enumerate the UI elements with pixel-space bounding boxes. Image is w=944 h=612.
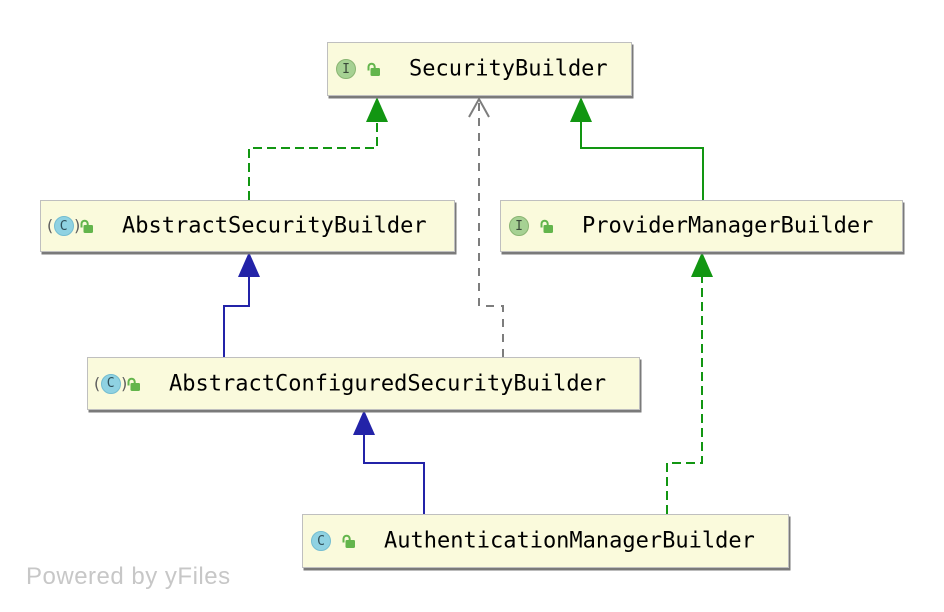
- edge-providermanagerbuilder-extends-securitybuilder[interactable]: [570, 97, 704, 200]
- class-icon-letter: C: [106, 376, 115, 391]
- unlocked-icon: [80, 219, 93, 233]
- edge-authenticationmanagerbuilder-extends-abstractconfiguredsecuritybuilder[interactable]: [353, 410, 425, 514]
- class-icon: C: [311, 531, 331, 551]
- unlocked-icon: [127, 377, 140, 391]
- node-label: SecurityBuilder: [409, 56, 608, 82]
- node-label: ProviderManagerBuilder: [582, 213, 874, 239]
- node-abstractsecuritybuilder[interactable]: ( C ) AbstractSecurityBuilder: [40, 200, 455, 252]
- interface-icon-letter: I: [515, 218, 523, 234]
- interface-icon: I: [509, 216, 529, 236]
- unlocked-icon: [540, 219, 553, 233]
- abstract-class-icon: ( C ): [92, 373, 130, 394]
- abstract-paren-right: ): [119, 373, 130, 393]
- yfiles-watermark: Powered by yFiles: [26, 563, 231, 590]
- node-authenticationmanagerbuilder[interactable]: C AuthenticationManagerBuilder: [302, 514, 789, 568]
- node-label: AbstractSecurityBuilder: [122, 213, 427, 239]
- class-icon-letter: C: [317, 533, 325, 549]
- abstract-paren-left: (: [92, 373, 102, 393]
- node-label: AbstractConfiguredSecurityBuilder: [169, 371, 607, 396]
- class-icon-letter: C: [59, 218, 68, 234]
- interface-icon: I: [336, 59, 356, 79]
- abstract-paren-right: ): [72, 216, 83, 235]
- node-securitybuilder[interactable]: I SecurityBuilder: [327, 42, 632, 96]
- interface-icon-letter: I: [342, 61, 350, 77]
- abstract-class-icon: ( C ): [45, 216, 83, 236]
- edge-abstractconfiguredsecuritybuilder-to-securitybuilder[interactable]: [468, 96, 504, 357]
- unlocked-icon: [342, 534, 355, 548]
- node-abstractconfiguredsecuritybuilder[interactable]: ( C ) AbstractConfiguredSecurityBuilder: [87, 357, 640, 410]
- abstract-paren-left: (: [45, 216, 55, 235]
- node-providermanagerbuilder[interactable]: I ProviderManagerBuilder: [500, 200, 903, 252]
- edge-abstractsecuritybuilder-implements-securitybuilder[interactable]: [248, 97, 388, 200]
- unlocked-icon: [367, 62, 380, 76]
- node-label: AuthenticationManagerBuilder: [384, 528, 755, 554]
- edge-authenticationmanagerbuilder-implements-providermanagerbuilder[interactable]: [666, 252, 713, 514]
- edge-abstractconfiguredsecuritybuilder-extends-abstractsecuritybuilder[interactable]: [223, 252, 260, 357]
